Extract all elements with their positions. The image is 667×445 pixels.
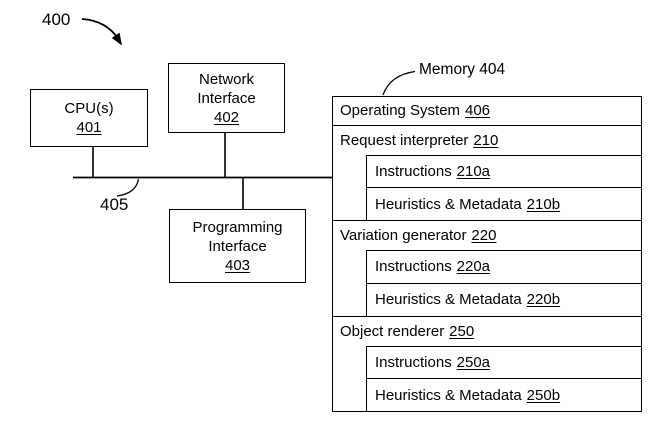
programming-box-label-line2: Interface xyxy=(208,237,267,255)
figure-reference-label: 400 xyxy=(42,10,71,29)
memory-row-request-interpreter: Request interpreter 210 xyxy=(333,126,641,155)
memory-subrow-instructions-210a: Instructions 210a xyxy=(366,154,641,188)
row-label: Instructions xyxy=(375,353,452,371)
row-ref: 220 xyxy=(471,227,497,244)
row-label: Heuristics & Metadata xyxy=(375,195,522,213)
programming-interface-box: Programming Interface 403 xyxy=(169,209,306,283)
memory-group-variation-generator: Variation generator 220 Instructions 220… xyxy=(333,221,641,317)
network-box-label-line2: Interface xyxy=(197,89,256,107)
row-label: Instructions xyxy=(375,162,452,180)
figure-reference-arrow xyxy=(81,18,120,40)
row-label: Object renderer xyxy=(340,322,445,340)
cpu-box: CPU(s) 401 xyxy=(30,89,148,147)
row-ref: 210a xyxy=(456,162,491,180)
cpu-box-label: CPU(s) xyxy=(64,100,114,117)
row-ref: 210 xyxy=(473,131,499,149)
memory-title-label: Memory 404 xyxy=(419,61,506,78)
network-box-ref: 402 xyxy=(213,108,240,126)
programming-box-label-line1: Programming xyxy=(192,218,283,236)
memory-label-leader-line xyxy=(382,70,416,96)
memory-row-object-renderer: Object renderer 250 xyxy=(333,317,641,346)
cpu-box-ref: 401 xyxy=(76,119,102,136)
row-ref: 250a xyxy=(456,353,491,371)
memory-subrow-instructions-220a: Instructions 220a xyxy=(366,250,641,283)
memory-row-operating-system: Operating System 406 xyxy=(333,97,641,126)
row-ref: 220a xyxy=(456,258,491,276)
memory-box: Operating System 406 Request interpreter… xyxy=(332,96,642,412)
network-interface-box: Network Interface 402 xyxy=(168,63,285,133)
row-ref: 406 xyxy=(465,102,491,120)
network-box-label-line1: Network xyxy=(198,70,254,88)
row-label: Heuristics & Metadata xyxy=(375,291,522,309)
row-label: Heuristics & Metadata xyxy=(375,386,522,404)
memory-group-object-renderer: Object renderer 250 Instructions 250a He… xyxy=(333,317,641,411)
row-ref: 210b xyxy=(526,195,561,213)
row-label: Request interpreter xyxy=(340,131,469,149)
row-ref: 220b xyxy=(526,291,561,309)
row-label: Variation generator xyxy=(340,227,467,244)
memory-subrow-heuristics-250b: Heuristics & Metadata 250b xyxy=(366,378,641,411)
row-ref: 250b xyxy=(526,386,561,404)
memory-subrow-heuristics-220b: Heuristics & Metadata 220b xyxy=(366,282,641,316)
memory-row-variation-generator: Variation generator 220 xyxy=(333,221,641,250)
memory-subrow-instructions-250a: Instructions 250a xyxy=(366,345,641,379)
memory-group-request-interpreter: Request interpreter 210 Instructions 210… xyxy=(333,126,641,221)
memory-subrow-heuristics-210b: Heuristics & Metadata 210b xyxy=(366,187,641,220)
bus-reference-label: 405 xyxy=(100,195,129,214)
figure-reference-arrowhead-icon xyxy=(111,32,122,46)
bus-label-leader-line xyxy=(116,178,140,197)
row-label: Operating System xyxy=(340,102,461,120)
row-ref: 250 xyxy=(449,322,475,340)
programming-box-ref: 403 xyxy=(224,256,251,274)
row-label: Instructions xyxy=(375,258,452,276)
